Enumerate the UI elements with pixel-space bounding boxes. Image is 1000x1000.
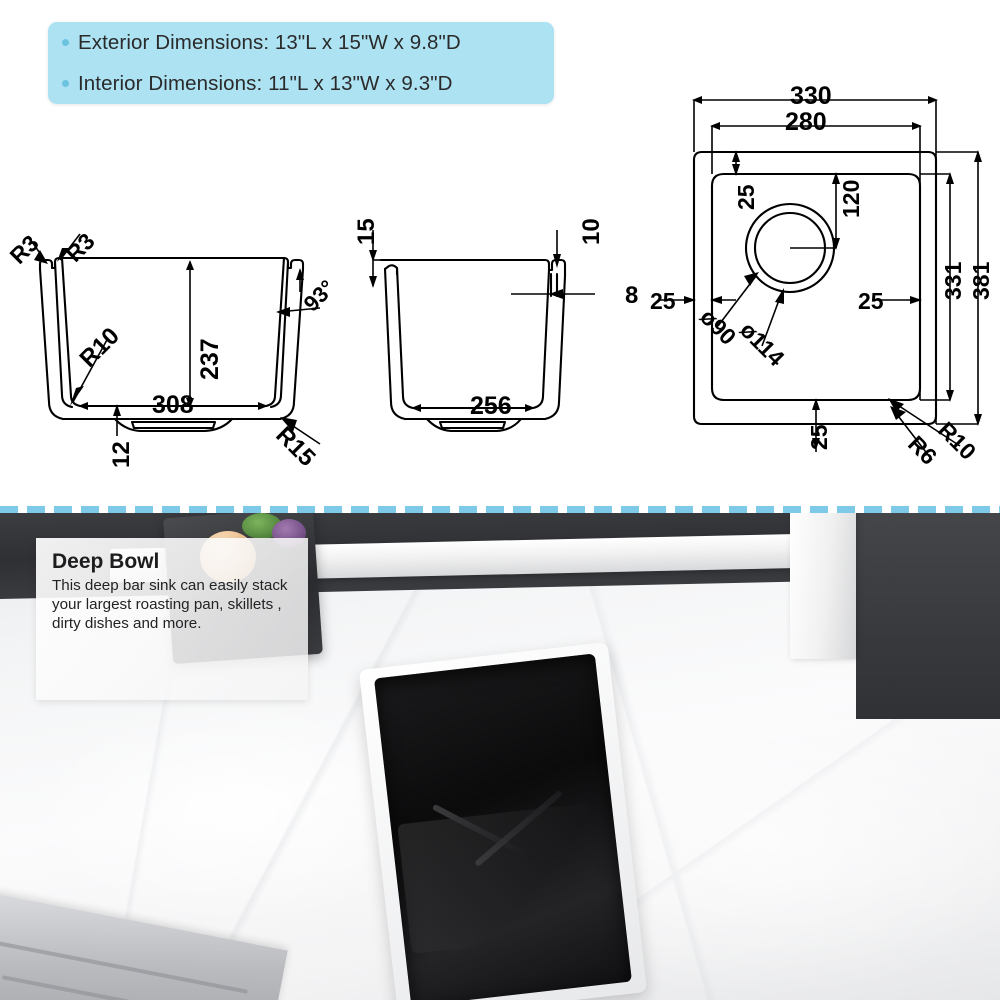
window-frame bbox=[790, 513, 856, 659]
deep-bowl-info-card: Deep Bowl This deep bar sink can easily … bbox=[36, 538, 308, 700]
dim-15: 15 bbox=[353, 218, 380, 245]
dashed-divider bbox=[0, 506, 1000, 513]
front-section-drawing bbox=[27, 233, 321, 445]
dim-25-right: 25 bbox=[858, 288, 884, 314]
dim-330: 330 bbox=[790, 82, 832, 110]
dim-308: 308 bbox=[152, 391, 194, 419]
side-section-drawing bbox=[369, 230, 595, 433]
dim-8: 8 bbox=[625, 282, 639, 309]
dim-25-top: 25 bbox=[733, 184, 759, 210]
bullet-icon bbox=[62, 80, 69, 87]
dim-381: 381 bbox=[968, 261, 994, 300]
spec-row-interior: Interior Dimensions: 11"L x 13"W x 9.3"D bbox=[48, 63, 554, 104]
dim-10: 10 bbox=[578, 218, 605, 245]
lifestyle-photo-panel: Deep Bowl This deep bar sink can easily … bbox=[0, 513, 1000, 1000]
top-view-drawing bbox=[658, 96, 982, 461]
deep-bowl-description: This deep bar sink can easily stack your… bbox=[52, 577, 288, 632]
deep-bowl-title: Deep Bowl bbox=[52, 550, 160, 573]
dim-280: 280 bbox=[785, 108, 827, 136]
dim-25-bottom: 25 bbox=[806, 424, 832, 450]
bullet-icon bbox=[62, 39, 69, 46]
spec-row-exterior: Exterior Dimensions: 13"L x 15"W x 9.8"D bbox=[48, 22, 554, 63]
specification-callout-box: Exterior Dimensions: 13"L x 15"W x 9.8"D… bbox=[48, 22, 554, 104]
dim-120: 120 bbox=[838, 179, 864, 218]
dim-12: 12 bbox=[108, 441, 135, 468]
exterior-dimensions-text: Exterior Dimensions: 13"L x 15"W x 9.8"D bbox=[78, 30, 461, 54]
dim-331: 331 bbox=[940, 261, 966, 300]
technical-drawing-panel: Exterior Dimensions: 13"L x 15"W x 9.8"D… bbox=[4, 22, 994, 472]
bottle-rack bbox=[422, 775, 588, 941]
dark-wall-right bbox=[856, 513, 1000, 719]
interior-dimensions-text: Interior Dimensions: 11"L x 13"W x 9.3"D bbox=[78, 71, 453, 95]
dim-256: 256 bbox=[470, 392, 512, 420]
dim-25-left: 25 bbox=[650, 288, 676, 314]
dim-237: 237 bbox=[196, 338, 224, 380]
